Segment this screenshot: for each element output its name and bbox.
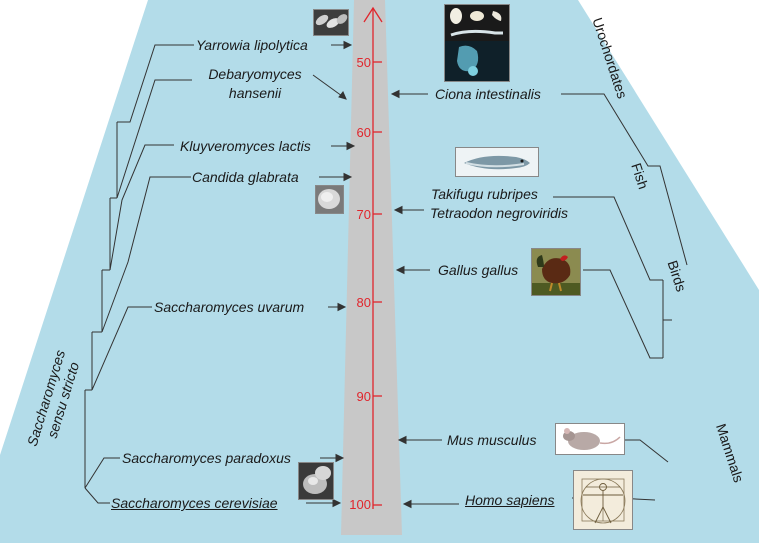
species-gallus: Gallus gallus [438,262,519,278]
tick-label-100: 100 [349,497,371,512]
candida-image [315,185,344,214]
tick-label-80: 80 [356,295,371,310]
species-takifugu: Takifugu rubripes [431,186,538,202]
mus-image [555,423,625,455]
tick-label-60: 60 [356,125,371,140]
species-uvarum: Saccharomyces uvarum [154,299,305,315]
yarrowia-image [313,9,349,36]
species-debaryomyces-line1: Debaryomyces [208,66,302,82]
species-homo: Homo sapiens [465,492,555,508]
scale-axis [363,6,383,509]
homo-image [573,470,633,530]
fugu-image [455,147,539,177]
gallus-image [531,248,581,296]
species-debaryomyces-line2: hansenii [228,85,282,101]
paradoxus-image [298,462,334,500]
species-kluyveromyces: Kluyveromyces lactis [180,138,311,154]
species-candida: Candida glabrata [192,169,299,185]
tick-label-50: 50 [356,55,371,70]
fungi-arrows [306,40,356,508]
animal-arrows [390,89,459,509]
species-ciona: Ciona intestinalis [435,86,541,102]
species-paradoxus: Saccharomyces paradoxus [122,450,291,466]
fungi-tree [84,44,194,504]
species-mus: Mus musculus [447,432,537,448]
scale-bar [341,0,402,535]
tick-label-90: 90 [356,389,371,404]
ciona-image [444,4,510,82]
tick-label-70: 70 [356,207,371,222]
animals-tree [553,93,688,501]
species-cerevisiae: Saccharomyces cerevisiae [111,495,278,511]
species-yarrowia: Yarrowia lipolytica [196,37,308,53]
species-tetraodon: Tetraodon negroviridis [430,205,569,221]
